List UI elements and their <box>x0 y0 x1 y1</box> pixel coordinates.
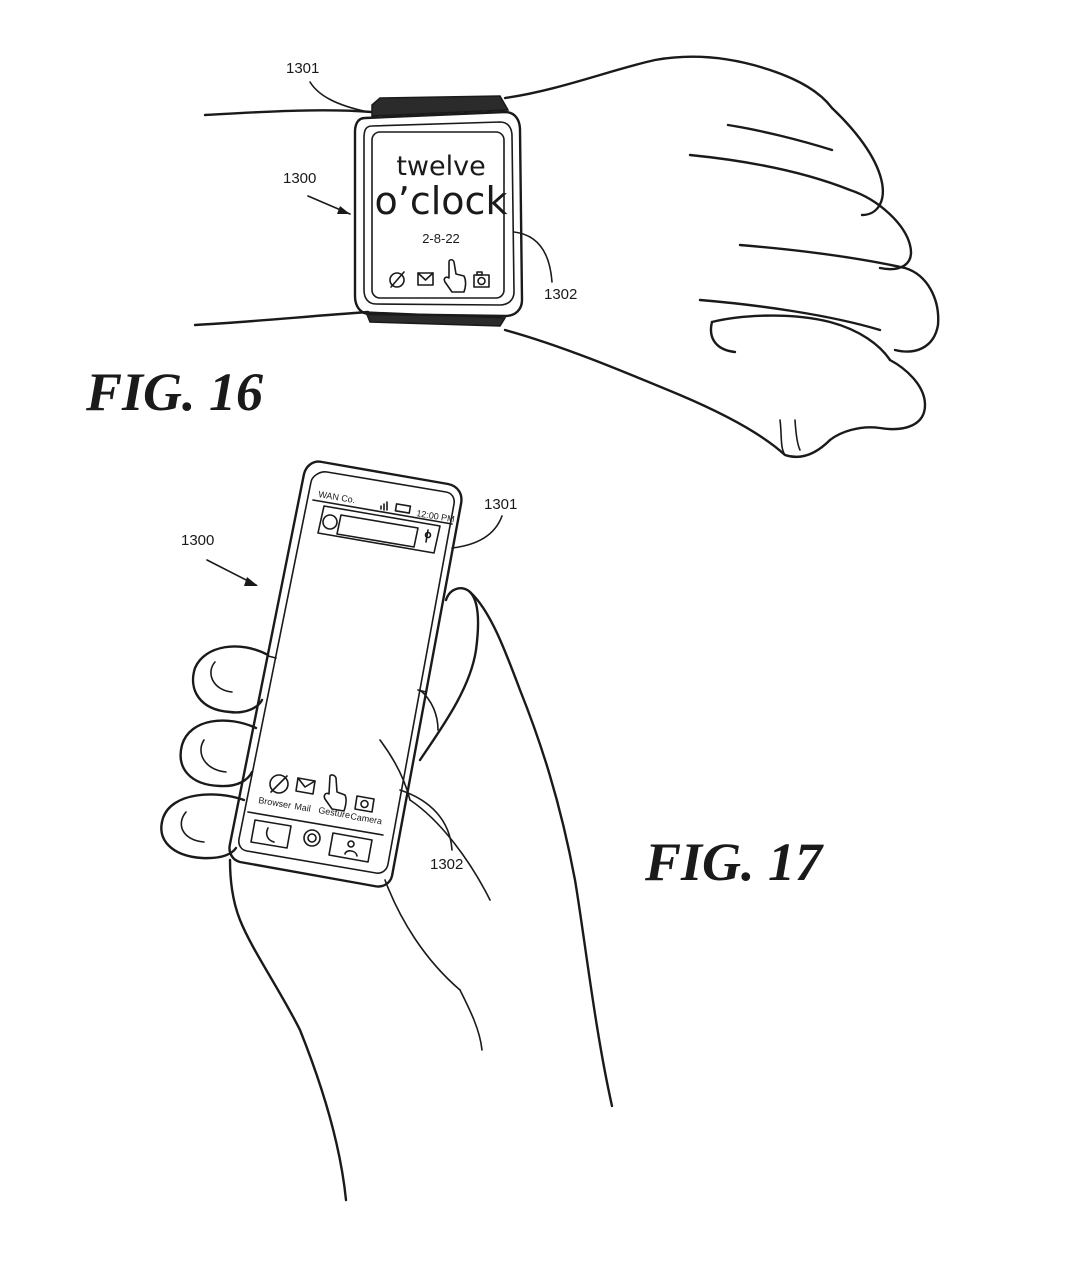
watch-line1: twelve <box>396 151 485 182</box>
phone-carrier: WAN Co. <box>318 489 356 505</box>
contacts-icon <box>329 833 372 862</box>
ref-1301-fig17: 1301 <box>484 496 517 513</box>
search-icon <box>323 515 337 529</box>
signal-icon <box>381 502 387 510</box>
caption-fig16: FIG. 16 <box>85 362 263 422</box>
ref-1302-fig16: 1302 <box>544 286 577 303</box>
app-camera-icon <box>355 796 374 812</box>
fig17-phone: WAN Co. 12:00 PM <box>229 462 461 887</box>
app-label-gesture: Gesture <box>318 805 351 820</box>
phone-icon <box>251 820 291 848</box>
ref-1300-fig17: 1300 <box>181 532 214 549</box>
app-mail-icon <box>296 778 315 794</box>
app-browser-icon <box>270 775 288 793</box>
app-label-browser: Browser <box>258 795 292 810</box>
gesture-hand-icon <box>444 260 465 292</box>
mail-icon <box>418 273 433 285</box>
app-label-mail: Mail <box>294 801 312 814</box>
camera-icon <box>474 272 489 287</box>
ref-1301-fig16: 1301 <box>286 60 319 77</box>
fig17-hand-outline <box>161 588 612 1200</box>
battery-icon <box>395 504 410 513</box>
fig16-arm-outline <box>195 57 938 457</box>
mic-icon <box>426 530 431 542</box>
ref-1300-fig16: 1300 <box>283 170 316 187</box>
watch-date: 2-8-22 <box>422 231 460 246</box>
caption-fig17: FIG. 17 <box>644 832 824 892</box>
watch-line2: o’clock <box>375 179 508 223</box>
fig16-watch: twelve o’clock 2-8-22 <box>355 96 522 326</box>
home-icon <box>304 830 320 846</box>
browser-icon <box>390 272 404 287</box>
ref-1302-fig17: 1302 <box>430 856 463 873</box>
app-label-camera: Camera <box>350 811 383 826</box>
